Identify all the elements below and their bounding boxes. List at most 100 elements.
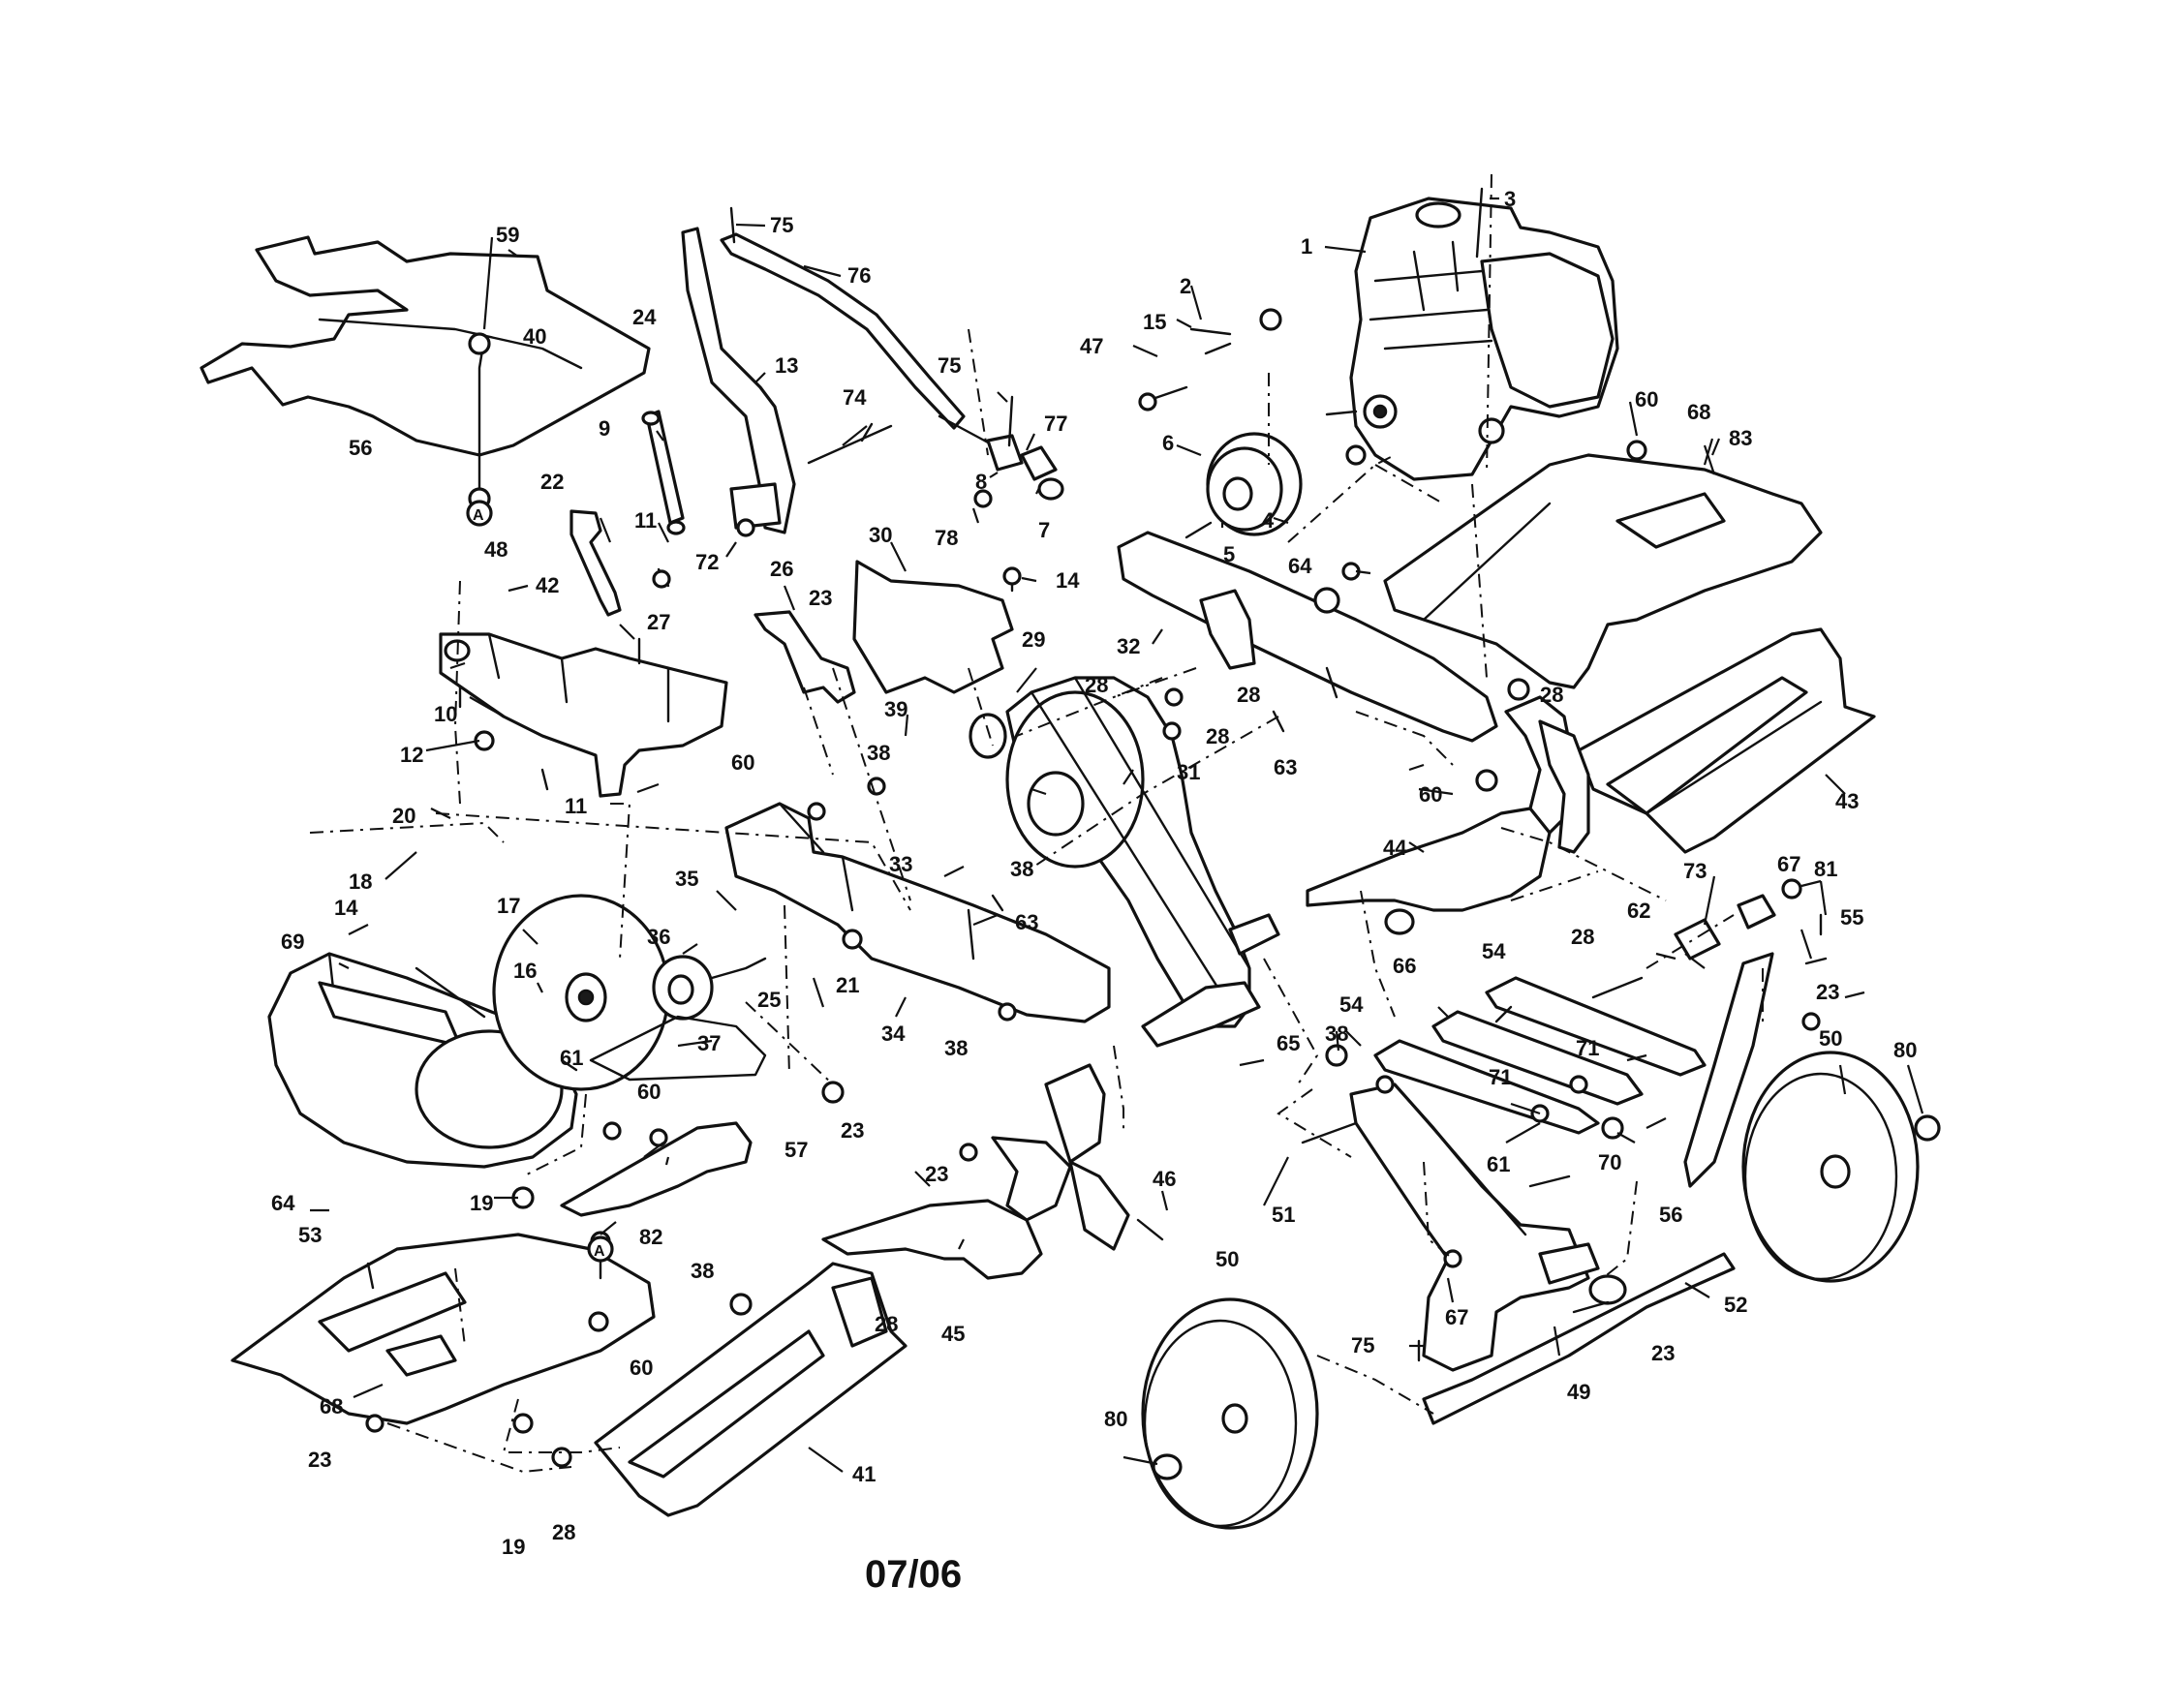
ref-marker-a-top-circle (466, 500, 493, 527)
callout-1: 1 (1301, 234, 1312, 259)
callout-53: 53 (298, 1223, 322, 1247)
callout-labels: 1 2 3 4 5 6 7 8 9 10 11 11 12 13 14 14 1… (271, 187, 1917, 1559)
callout-75a: 75 (770, 213, 793, 237)
callout-28b: 28 (1206, 724, 1229, 748)
plate-30-part (852, 560, 1014, 694)
callout-78: 78 (935, 526, 958, 550)
callout-23b: 23 (841, 1118, 864, 1143)
transmission-housing-part (969, 676, 1251, 1028)
callout-49: 49 (1567, 1380, 1590, 1404)
callout-71b: 71 (1489, 1065, 1512, 1089)
callout-50b: 50 (1819, 1026, 1842, 1051)
callout-63a: 63 (1274, 755, 1297, 779)
callout-63b: 63 (1015, 910, 1038, 934)
callout-16: 16 (513, 959, 537, 983)
callout-23e: 23 (1651, 1341, 1675, 1365)
callout-61a: 61 (560, 1046, 583, 1070)
callout-9: 9 (599, 416, 610, 441)
callout-8: 8 (975, 470, 987, 494)
callout-80a: 80 (1104, 1407, 1127, 1431)
callout-18: 18 (349, 869, 372, 894)
callout-57: 57 (784, 1138, 808, 1162)
wheel-bracket-part (1349, 1083, 1590, 1372)
callout-64a: 64 (1288, 554, 1312, 578)
washer-80-right-part (1914, 1114, 1941, 1142)
ref-label-a-top: A (473, 507, 484, 524)
control-rod-part (720, 232, 1064, 501)
callout-67a: 67 (1777, 852, 1800, 876)
callout-47: 47 (1080, 334, 1103, 358)
callout-75b: 75 (938, 353, 961, 378)
callout-19b: 19 (502, 1535, 525, 1559)
callout-11a: 11 (634, 508, 657, 533)
callout-70: 70 (1598, 1150, 1621, 1174)
callout-10: 10 (434, 702, 457, 726)
ref-label-a-bottom: A (594, 1243, 605, 1260)
tine-shaft-part (1141, 913, 1280, 1048)
callout-38d: 38 (1325, 1022, 1348, 1046)
callout-75c: 75 (1351, 1333, 1374, 1357)
spring-9-part (641, 410, 686, 535)
callout-60e: 60 (630, 1356, 653, 1380)
engine-shield-part (1383, 453, 1823, 689)
assembly-centerlines (309, 173, 1764, 1474)
belt-part (589, 1015, 767, 1082)
callout-50a: 50 (1215, 1247, 1239, 1271)
callout-28g: 28 (552, 1520, 575, 1544)
callout-25: 25 (757, 988, 781, 1012)
callout-23d: 23 (1816, 980, 1839, 1004)
callout-31: 31 (1177, 760, 1200, 784)
tine-blade-upper-part (1538, 719, 1590, 854)
callout-67b: 67 (1445, 1305, 1468, 1329)
idler-pulley-part (652, 955, 767, 1021)
bar-66-part (1431, 1010, 1644, 1106)
callout-43: 43 (1835, 789, 1859, 813)
callout-73: 73 (1683, 859, 1707, 883)
callout-4: 4 (1262, 508, 1275, 533)
callout-61b: 61 (1487, 1152, 1510, 1176)
callout-65: 65 (1277, 1031, 1300, 1055)
callout-11b: 11 (565, 794, 587, 818)
callout-60d: 60 (637, 1080, 661, 1104)
callout-30: 30 (869, 523, 892, 547)
callout-23f: 23 (308, 1448, 331, 1472)
callout-77: 77 (1044, 412, 1067, 436)
callout-23a: 23 (809, 586, 832, 610)
callout-39: 39 (884, 697, 907, 721)
callout-28e: 28 (1571, 925, 1594, 949)
callout-54b: 54 (1339, 992, 1364, 1017)
callout-48: 48 (484, 537, 508, 562)
top-plate-part (200, 235, 651, 457)
callout-14b: 14 (334, 896, 358, 920)
depth-bracket-part (439, 632, 728, 798)
depth-stake-part (1683, 952, 1774, 1188)
callout-42: 42 (536, 573, 559, 597)
callout-41: 41 (852, 1462, 876, 1486)
callout-60c: 60 (1419, 782, 1442, 807)
bushing-73-a-part (1674, 918, 1721, 961)
clutch-lever-part (681, 227, 796, 534)
hardware-group (365, 187, 1828, 1468)
callout-68a: 68 (1687, 400, 1710, 424)
callout-71a: 71 (1576, 1036, 1599, 1060)
callout-38a: 38 (867, 741, 890, 765)
washer-80-left-part (1152, 1453, 1183, 1480)
lever-22-part (569, 509, 622, 617)
callout-33: 33 (889, 852, 912, 876)
callout-28a: 28 (1085, 673, 1108, 697)
callout-37: 37 (697, 1031, 721, 1055)
callout-20: 20 (392, 804, 415, 828)
callout-74: 74 (843, 385, 867, 410)
rod-74-part (807, 424, 893, 465)
callout-28d: 28 (1540, 683, 1563, 707)
callout-54a: 54 (1482, 939, 1506, 963)
leader-lines (310, 197, 1924, 1473)
engine-pulley-part (1184, 432, 1303, 539)
callout-38b: 38 (1010, 857, 1033, 881)
callout-82: 82 (639, 1225, 662, 1249)
callout-66: 66 (1393, 954, 1416, 978)
callout-27: 27 (647, 610, 670, 634)
callout-28f: 28 (875, 1312, 898, 1336)
callout-26: 26 (770, 557, 793, 581)
callout-13: 13 (775, 353, 798, 378)
